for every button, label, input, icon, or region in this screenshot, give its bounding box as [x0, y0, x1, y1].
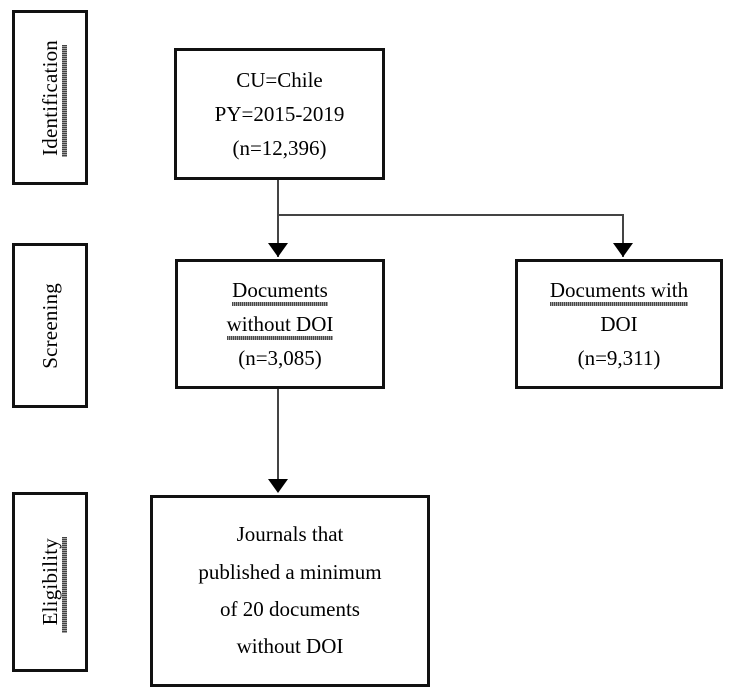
spellcheck-squiggle-icon	[62, 537, 67, 633]
box-line: without DOI	[226, 307, 333, 341]
box-line: Documents	[232, 273, 328, 307]
stage-box-identification: Identification	[12, 10, 88, 185]
stage-box-screening: Screening	[12, 243, 88, 408]
box-line: DOI	[600, 311, 638, 336]
connector-eligibility-vertical	[277, 389, 279, 483]
box-line: Documents with	[549, 273, 689, 307]
box-line: without DOI	[236, 634, 344, 659]
connector-branch-horizontal	[278, 214, 623, 216]
stage-label-screening: Screening	[37, 282, 62, 369]
connector-trunk-vertical	[277, 180, 279, 257]
spellcheck-squiggle-icon	[62, 45, 67, 157]
flow-box-documents-without-doi: Documents without DOI (n=3,085)	[175, 259, 385, 389]
flow-box-records-identified: CU=Chile PY=2015-2019 (n=12,396)	[174, 48, 385, 180]
box-line: (n=9,311)	[577, 346, 661, 370]
stage-box-eligibility: Eligibility	[12, 492, 88, 672]
connector-right-drop-vertical	[622, 214, 624, 257]
flow-box-documents-with-doi: Documents with DOI (n=9,311)	[515, 259, 723, 389]
box-line: (n=12,396)	[232, 136, 327, 160]
box-line-clipped: . . . .	[153, 681, 427, 690]
box-line: Journals that	[236, 522, 344, 547]
box-line: (n=3,085)	[238, 346, 322, 370]
stage-label-eligibility: Eligibility	[37, 538, 62, 626]
flow-box-journals-minimum-documents: Journals that published a minimum of 20 …	[150, 495, 430, 690]
arrowhead-icon	[613, 243, 633, 257]
box-line: PY=2015-2019	[214, 101, 345, 126]
stage-label-identification: Identification	[37, 39, 62, 156]
box-line: of 20 documents	[220, 597, 360, 621]
box-line: CU=Chile	[236, 67, 323, 92]
arrowhead-icon	[268, 243, 288, 257]
box-line: published a minimum	[198, 559, 382, 584]
arrowhead-icon	[268, 479, 288, 493]
